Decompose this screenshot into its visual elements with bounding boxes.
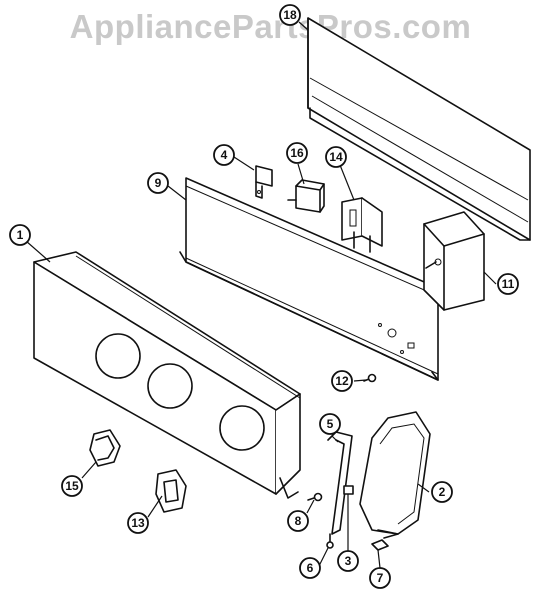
svg-text:16: 16 [290,146,304,160]
watermark: AppliancePartsPros.com [69,8,472,45]
console-panel-part [33,251,301,499]
rear-panel-part [307,17,531,241]
svg-text:5: 5 [327,417,334,431]
callout-8: 8 [287,510,309,532]
callout-14: 14 [325,146,347,168]
leader-lines [25,21,497,569]
svg-text:1: 1 [17,228,24,242]
svg-text:14: 14 [329,150,343,164]
control-mounting-panel-part [179,177,439,381]
callout-11: 11 [497,273,519,295]
screw-6-part [326,533,334,549]
knob-round-part [89,429,121,467]
svg-text:13: 13 [131,516,145,530]
svg-text:7: 7 [377,571,384,585]
svg-text:9: 9 [155,176,162,190]
callout-1: 1 [9,224,31,246]
svg-text:2: 2 [439,485,446,499]
svg-text:15: 15 [65,479,79,493]
callout-13: 13 [127,512,149,534]
switch-bracket-part [255,165,273,199]
callout-2: 2 [431,481,453,503]
switch-small-part [287,179,325,213]
svg-text:18: 18 [283,8,297,22]
svg-text:3: 3 [345,554,352,568]
svg-text:4: 4 [221,148,228,162]
callout-12: 12 [331,370,353,392]
callout-16: 16 [286,142,308,164]
svg-text:6: 6 [307,561,314,575]
callout-18: 18 [279,4,301,26]
clip-small-part [371,539,389,551]
callout-5: 5 [319,413,341,435]
svg-text:11: 11 [502,277,515,291]
clip-part [343,485,354,495]
callout-4: 4 [213,144,235,166]
callout-3: 3 [337,550,359,572]
callout-15: 15 [61,475,83,497]
end-cap-right-part [359,411,431,539]
switch-part [341,197,383,253]
svg-text:8: 8 [295,514,302,528]
screw-8-part [307,492,323,502]
knob-part [155,469,187,513]
svg-text:12: 12 [335,374,349,388]
callout-6: 6 [299,557,321,579]
callout-9: 9 [147,172,169,194]
timer-part [423,211,485,311]
callout-7: 7 [369,567,391,589]
